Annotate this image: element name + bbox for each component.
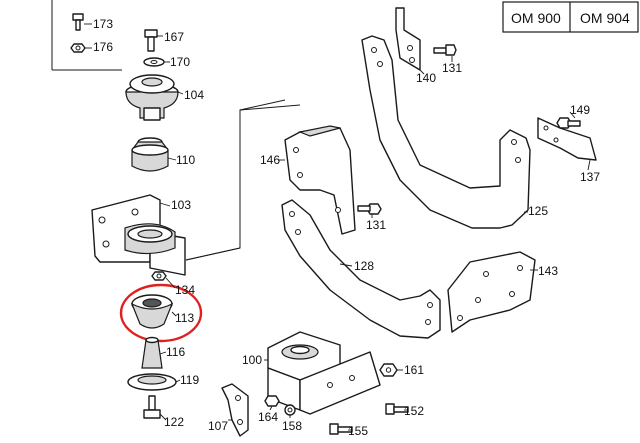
legend-box — [51, 0, 122, 71]
callout-137: 137 — [580, 170, 600, 184]
assembly-frame-lines — [185, 99, 301, 261]
engine-mount-110 — [131, 137, 169, 172]
callout-167: 167 — [164, 30, 184, 44]
callout-113: 113 — [175, 311, 194, 325]
callout-152: 152 — [404, 404, 424, 418]
nut-164 — [264, 395, 280, 407]
callout-131-lower: 131 — [366, 218, 386, 232]
bolt-131-upper — [433, 44, 457, 56]
bolt-167 — [144, 29, 158, 52]
washer-158 — [284, 404, 296, 416]
callout-155: 155 — [348, 424, 368, 438]
callout-164: 164 — [258, 410, 278, 424]
callout-149: 149 — [570, 103, 590, 117]
callout-116: 116 — [166, 345, 185, 359]
bolt-152 — [385, 403, 409, 415]
callout-125: 125 — [528, 204, 548, 218]
bolt-122 — [143, 395, 161, 419]
callout-110: 110 — [176, 153, 195, 167]
nut-176 — [70, 43, 86, 53]
callout-100: 100 — [242, 353, 262, 367]
callout-140: 140 — [416, 71, 436, 85]
bracket-100 — [267, 331, 381, 415]
callout-170: 170 — [170, 55, 190, 69]
model-header-table: OM 900 OM 904 — [502, 1, 639, 33]
model-label-om904: OM 904 — [580, 10, 630, 26]
spacer-116 — [141, 336, 163, 369]
callout-161: 161 — [404, 363, 424, 377]
callout-131-upper: 131 — [442, 61, 462, 75]
bolt-155 — [329, 423, 353, 435]
frame-128 — [281, 199, 441, 339]
callout-146: 146 — [260, 153, 280, 167]
rubber-mount-113 — [130, 294, 174, 329]
highlight-circle — [119, 283, 203, 343]
bracket-140 — [395, 7, 421, 71]
callout-143: 143 — [538, 264, 558, 278]
washer-119 — [127, 373, 177, 391]
bracket-103 — [91, 194, 186, 276]
engine-mount-104 — [125, 74, 179, 121]
callout-158: 158 — [282, 419, 302, 433]
bracket-107 — [221, 383, 249, 437]
frame-125 — [361, 35, 531, 229]
nut-161 — [379, 363, 398, 377]
callout-119: 119 — [180, 373, 199, 387]
callout-176: 176 — [93, 40, 113, 54]
bolt-149 — [556, 117, 581, 129]
callout-107: 107 — [208, 419, 228, 433]
bolt-131-lower — [357, 203, 382, 215]
callout-104: 104 — [184, 88, 204, 102]
bolt-173 — [72, 13, 84, 31]
callout-103: 103 — [171, 198, 191, 212]
callout-134: 134 — [175, 283, 195, 297]
plate-143 — [447, 251, 536, 333]
callout-128: 128 — [354, 259, 374, 273]
leader-lines — [84, 23, 591, 431]
bracket-137 — [537, 117, 597, 161]
model-label-om900: OM 900 — [511, 10, 561, 26]
bracket-146 — [284, 125, 356, 235]
nut-134 — [151, 271, 167, 281]
callout-labels: 173 176 167 170 104 110 103 134 113 116 … — [93, 17, 600, 438]
callout-122: 122 — [164, 415, 184, 429]
washer-170 — [143, 57, 165, 67]
callout-173: 173 — [93, 17, 113, 31]
